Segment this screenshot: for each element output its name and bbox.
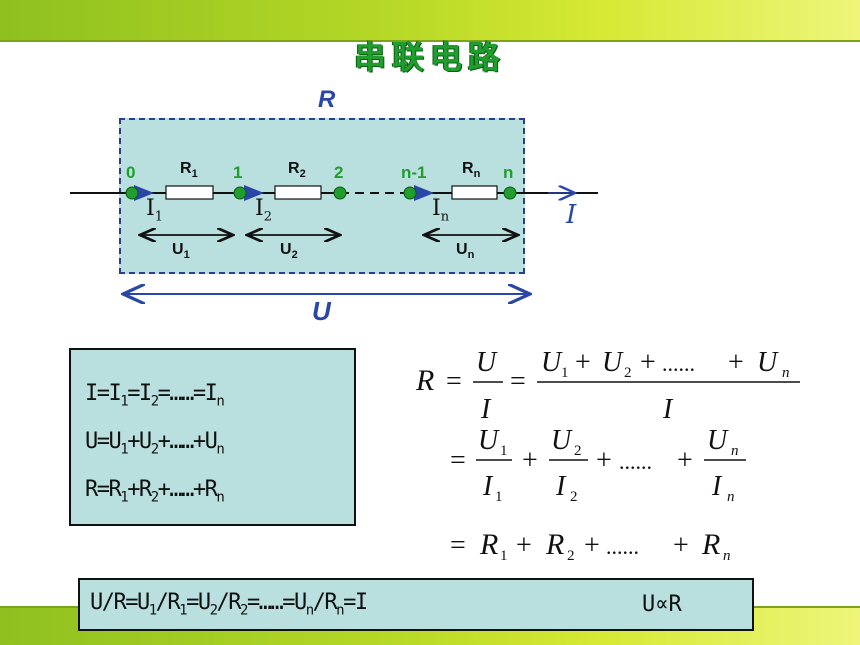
ratio-equation: U/R=U1/R1=U2/R2=……=Un/Rn=I [90,590,368,619]
deriv-u2-b: U [551,425,573,456]
deriv-i1-sub: 1 [495,489,503,505]
deriv-i2-sub: 2 [570,489,578,505]
deriv-dots-3: ...... [606,534,639,559]
node-label-0: 0 [126,163,136,182]
proportional-relation: U∝R [642,592,682,617]
node-0 [125,186,139,200]
deriv-in: I [711,471,723,502]
deriv-plus-1: + [575,347,591,378]
deriv-u1-sub: 1 [561,365,569,381]
deriv-un-a: U [757,347,779,378]
deriv-u2b-sub: 2 [574,443,582,459]
resistor-r1 [165,185,214,200]
current-equation: I=I1=I2=……=In [85,381,225,410]
node-n [503,186,517,200]
deriv-i1: I [482,471,494,502]
deriv-plus-4: + [522,445,538,476]
deriv-unb-sub: n [731,443,739,459]
resistor-label-r2: R2 [288,160,306,181]
deriv-u1b-sub: 1 [500,443,508,459]
voltage-label-u2: U2 [280,241,298,262]
resistance-equation: R=R1+R2+……+Rn [85,477,225,506]
deriv-un-sub: n [782,365,790,381]
voltage-arrows [123,235,530,294]
deriv-plus-8: + [584,530,600,561]
deriv-in-sub: n [727,489,735,505]
node-label-2: 2 [334,163,344,182]
voltage-equation: U=U1+U2+……+Un [85,429,225,458]
resistance-derivation: R = U I = U 1 + U 2 + ...... + U n I = U… [415,347,800,564]
resistor-r2 [274,185,322,200]
deriv-dots-2: ...... [619,449,652,474]
voltage-label-un: Un [456,241,475,262]
node-label-n-1: n-1 [401,163,427,182]
deriv-r: R [415,364,434,397]
node-1 [233,186,247,200]
total-resistance-label: R [318,86,336,113]
deriv-eq-1: = [446,366,462,397]
circuit-diagram [70,185,598,330]
deriv-u2-a: U [602,347,624,378]
deriv-plus-9: + [673,530,689,561]
deriv-plus-3: + [728,347,744,378]
deriv-r2: R [545,528,564,561]
deriv-rn: R [701,528,720,561]
node-2 [333,186,347,200]
deriv-r1-sub: 1 [500,548,508,564]
deriv-r1: R [479,528,498,561]
top-decor-line [0,40,860,42]
current-label-i2: I2 [255,196,272,225]
main-current-label: I [566,200,577,230]
current-label-i1: I1 [146,196,163,225]
deriv-u1-a: U [541,347,563,378]
deriv-eq-3: = [450,445,466,476]
top-decor-band [0,0,860,40]
deriv-rn-sub: n [723,548,731,564]
circuit-nodes [125,186,517,200]
node-label-1: 1 [233,163,243,182]
resistor-rn [451,185,498,200]
deriv-plus-6: + [677,445,693,476]
deriv-i-2: I [662,394,674,425]
deriv-eq-4: = [450,530,466,561]
deriv-plus-5: + [596,445,612,476]
deriv-u2-sub: 2 [624,365,632,381]
deriv-u1-b: U [478,425,500,456]
voltage-label-u1: U1 [172,241,190,262]
resistor-label-rn: Rn [462,160,481,181]
resistor-label-r1: R1 [180,160,198,181]
ratio-equation-box: U/R=U1/R1=U2/R2=……=Un/Rn=I U∝R [78,578,754,631]
node-label-n: n [503,163,514,182]
deriv-r2-sub: 2 [567,548,575,564]
current-label-in: In [432,196,450,225]
deriv-i2: I [555,471,567,502]
total-voltage-label: U [312,296,331,326]
slide-title: 串联电路 [353,38,506,76]
deriv-eq-2: = [510,366,526,397]
deriv-dots-1: ...... [662,351,695,376]
series-equations-box: I=I1=I2=……=In U=U1+U2+……+Un R=R1+R2+……+R… [69,348,356,526]
deriv-i: I [480,394,492,425]
deriv-un-b: U [707,425,729,456]
deriv-plus-7: + [516,530,532,561]
deriv-u: U [476,347,498,378]
deriv-plus-2: + [640,347,656,378]
node-n-1 [403,186,417,200]
